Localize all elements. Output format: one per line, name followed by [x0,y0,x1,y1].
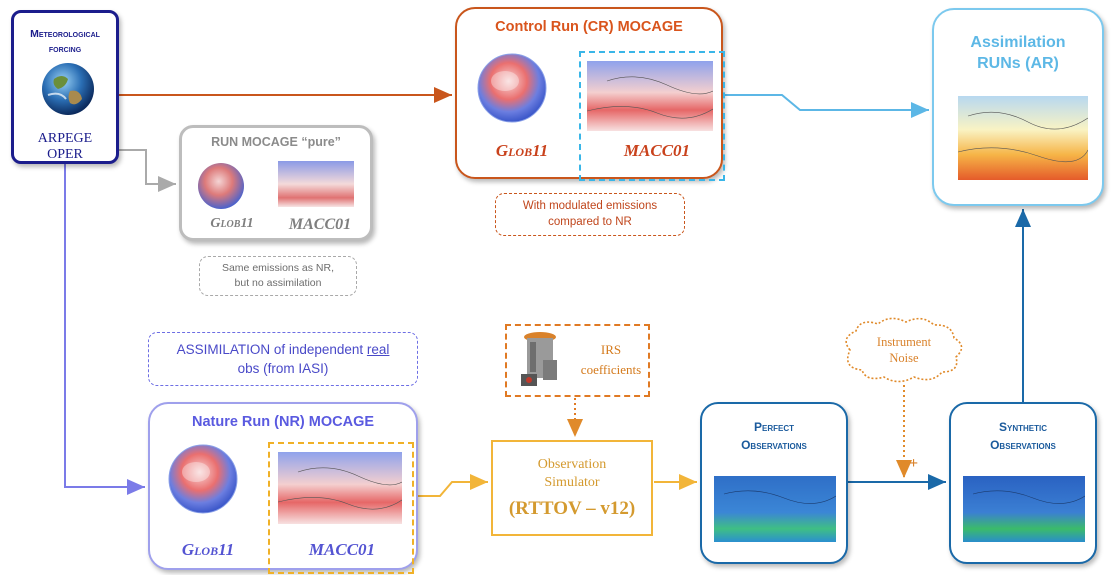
observation-simulator-box: Observation Simulator (RTTOV – v12) [491,440,653,536]
met-sub-line1: ARPEGE [37,131,93,146]
nature-run-title: Nature Run (NR) MOCAGE [191,414,375,430]
synthetic-observations-box: Synthetic Observations [949,402,1097,564]
assimilation-runs-box: Assimilation RUNs (AR) [932,8,1104,206]
control-run-box: Control Run (CR) MOCAGE Glob11 MACC01 [455,7,725,181]
noise-cloud-shape [845,317,963,383]
perfect-title-line1: Perfect [753,420,794,434]
cr-macc-frame [579,51,725,181]
ar-title-line1: Assimilation [970,34,1066,51]
assim-real: real [366,342,390,357]
modulated-line2: compared to NR [548,216,632,228]
perfect-title-line2: Observations [741,438,807,452]
irs-line2: coefficients [580,362,642,377]
cr-macc-label: MACC01 [623,141,691,160]
sim-line2: Simulator [544,475,600,490]
synth-title-line2: Observations [990,438,1056,452]
cr-glob-label: Glob11 [495,141,549,160]
modulated-emissions-note: With modulated emissions compared to NR [495,193,685,236]
pure-macc-map [278,161,354,207]
nr-glob-label: Glob11 [181,540,235,559]
same-emissions-note: Same emissions as NR, but no assimilatio… [199,256,357,296]
assim-prefix: ASSIMILATION of independent [176,342,367,357]
met-sub-line2: OPER [47,147,83,162]
control-run-title: Control Run (CR) MOCAGE [495,19,683,35]
irs-line1: IRS [600,342,622,357]
nr-macc-frame [268,442,414,574]
satellite-icon [521,332,557,386]
ar-result-map [958,96,1088,180]
perfect-observations-box: Perfect Observations [700,402,848,564]
synthetic-obs-map [963,476,1085,542]
same-line2: but no assimilation [234,277,322,289]
modulated-line1: With modulated emissions [522,200,658,212]
noise-line2: Noise [889,351,919,365]
pure-macc-label: MACC01 [288,216,352,233]
assim-line2: obs (from IASI) [237,361,329,376]
noise-plus-sign: + [909,455,919,472]
arrow-met-to-nr [64,164,145,495]
pure-glob-label: Glob11 [210,216,254,231]
synth-title-line1: Synthetic [998,420,1047,434]
nature-run-box: Nature Run (NR) MOCAGE Glob11 MACC01 [148,402,418,574]
cr-globe-icon [477,53,547,123]
cr-macc-map [587,61,713,131]
run-pure-title: RUN MOCAGE “pure” [211,135,341,149]
met-title-line2: forcing [48,43,82,55]
same-line1: Same emissions as NR, [221,262,335,274]
noise-line1: Instrument [876,335,932,349]
earth-globe-icon [42,63,94,115]
nr-macc-label: MACC01 [308,540,376,559]
met-title-line1: Meteorological [30,28,100,40]
assimilation-real-obs-note: ASSIMILATION of independent real obs (fr… [148,332,418,386]
pure-globe-icon [198,163,244,209]
sim-line3: (RTTOV – v12) [508,498,636,519]
instrument-noise-label: Instrument Noise [858,334,950,366]
arrow-nr-to-sim [418,474,488,497]
ar-title-line2: RUNs (AR) [977,55,1059,72]
irs-coefficients-box: IRS coefficients [505,324,650,397]
meteorological-forcing-box: Meteorological forcing ARPEGE OPER [11,10,119,164]
nr-macc-map [278,452,402,524]
perfect-obs-map [714,476,836,542]
run-pure-box: RUN MOCAGE “pure” Glob11 MACC01 [179,125,373,241]
sim-line1: Observation [537,457,607,472]
nr-globe-icon [168,444,238,514]
arrow-met-to-pure [119,149,176,192]
arrow-cr-to-ar [719,94,929,118]
